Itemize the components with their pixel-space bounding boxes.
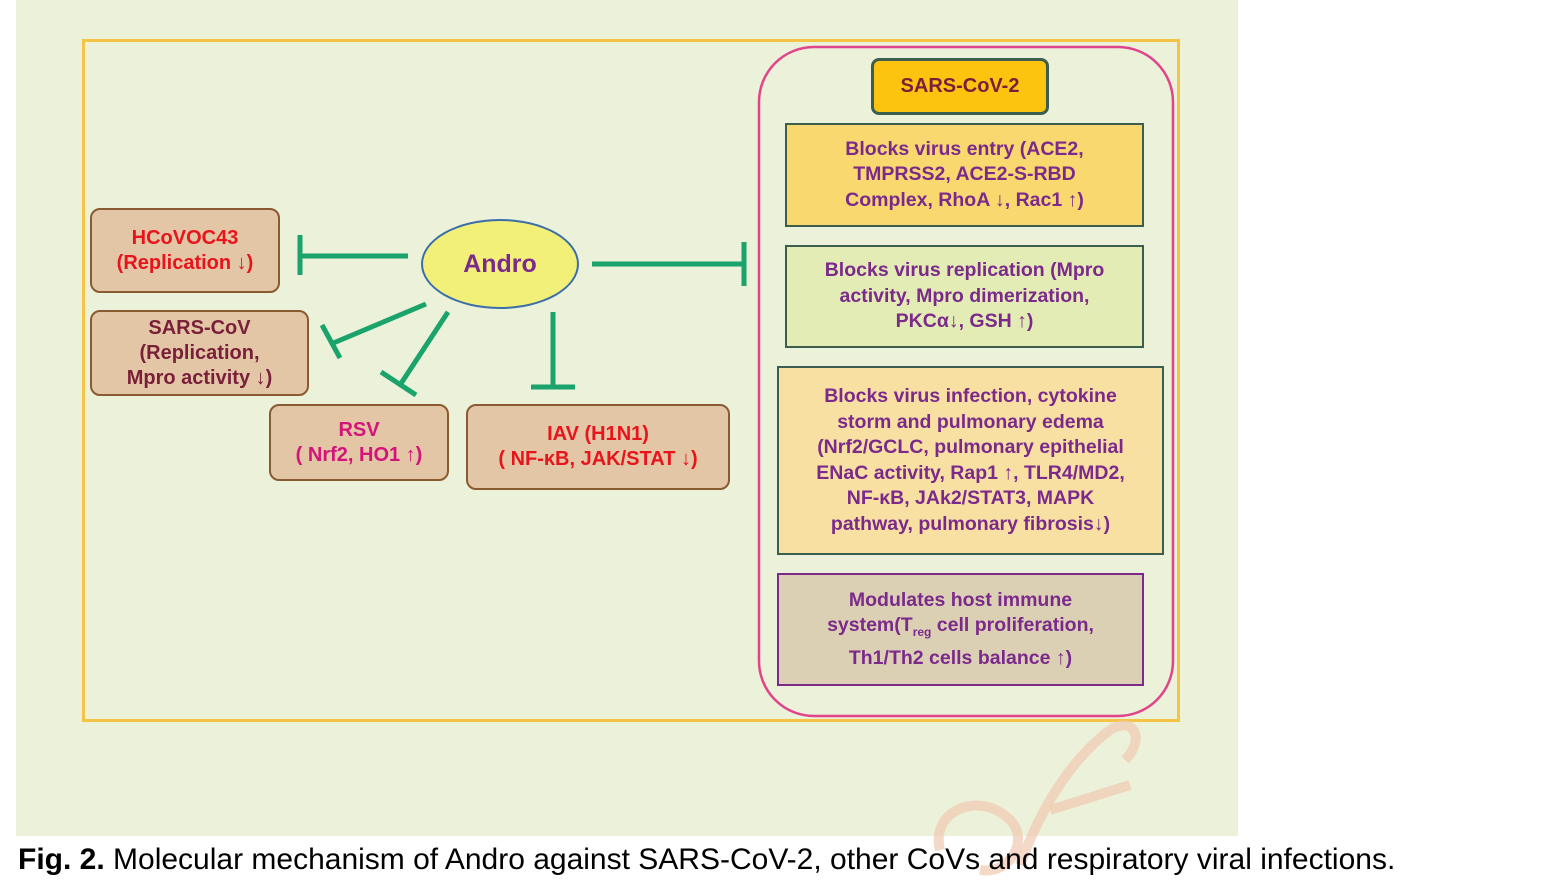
hcovoc43-box: HCoVOC43 (Replication ↓) xyxy=(90,208,280,293)
effect-immune-line-2-end: cell proliferation, xyxy=(931,614,1094,637)
sars-cov-box: SARS-CoV (Replication, Mpro activity ↓) xyxy=(90,310,309,396)
effect-immune-line-2: system(Treg cell proliferation, xyxy=(827,613,1094,645)
effect-immune-line-2-start: system(T xyxy=(827,614,913,637)
effect-immune-box: Modulates host immune system(Treg cell p… xyxy=(777,573,1144,686)
effect-infection-line-2: storm and pulmonary edema xyxy=(837,410,1104,433)
hcovoc43-effect: (Replication ↓) xyxy=(116,251,254,274)
effect-infection-line-5: NF-κB, JAk2/STAT3, MAPK xyxy=(846,487,1095,509)
effect-infection-box: Blocks virus infection, cytokine storm a… xyxy=(777,366,1164,555)
effect-replication-box: Blocks virus replication (Mpro activity,… xyxy=(785,245,1144,348)
effect-immune-line-3: Th1/Th2 cells balance ↑) xyxy=(848,646,1073,669)
effect-replication-line-3: PKCα↓, GSH ↑) xyxy=(895,310,1034,333)
inhibit-arrow-hcovoc43 xyxy=(297,235,408,275)
figure-frame xyxy=(82,39,1180,722)
andro-label: Andro xyxy=(463,249,537,278)
effect-entry-line-3: Complex, RhoA ↓, Rac1 ↑) xyxy=(845,188,1084,211)
inhibit-arrow-rsv xyxy=(379,310,451,398)
effect-infection-line-4: ENaC activity, Rap1 ↑, TLR4/MD2, xyxy=(816,461,1125,484)
sars-cov-effect-1: (Replication, xyxy=(139,341,260,364)
sars-cov-name: SARS-CoV xyxy=(148,316,251,339)
figure-caption: Fig. 2. Molecular mechanism of Andro aga… xyxy=(18,840,1395,880)
rsv-effect: ( Nrf2, HO1 ↑) xyxy=(295,443,423,466)
caption-label: Fig. 2. xyxy=(18,843,105,876)
effect-replication-line-2: activity, Mpro dimerization, xyxy=(839,284,1090,307)
effect-infection-line-3: (Nrf2/GCLC, pulmonary epithelial xyxy=(817,436,1124,458)
sars-cov-2-title: SARS-CoV-2 xyxy=(900,75,1020,97)
iav-name: IAV (H1N1) xyxy=(547,423,649,445)
effect-infection-line-6: pathway, pulmonary fibrosis↓) xyxy=(830,512,1111,535)
sars-cov-effect-2: Mpro activity ↓) xyxy=(126,366,273,389)
sars-cov-2-container xyxy=(757,45,1175,718)
inhibit-arrow-sars-cov-2 xyxy=(592,242,747,286)
sars-cov-2-title-box: SARS-CoV-2 xyxy=(871,58,1049,115)
caption-text: Molecular mechanism of Andro against SAR… xyxy=(104,843,1396,876)
effect-infection-line-1: Blocks virus infection, cytokine xyxy=(824,385,1117,407)
effect-immune-line-1: Modulates host immune xyxy=(848,588,1073,611)
rsv-box: RSV ( Nrf2, HO1 ↑) xyxy=(269,404,449,481)
effect-entry-line-1: Blocks virus entry (ACE2, xyxy=(845,137,1084,160)
rsv-name: RSV xyxy=(338,418,380,441)
andro-node: Andro xyxy=(421,219,579,309)
hcovoc43-name: HCoVOC43 xyxy=(131,226,239,249)
iav-box: IAV (H1N1) ( NF-κB, JAK/STAT ↓) xyxy=(466,404,730,490)
effect-entry-line-2: TMPRSS2, ACE2-S-RBD xyxy=(853,163,1076,186)
iav-effect: ( NF-κB, JAK/STAT ↓) xyxy=(498,448,698,470)
effect-entry-box: Blocks virus entry (ACE2, TMPRSS2, ACE2-… xyxy=(785,123,1144,227)
effect-replication-line-1: Blocks virus replication (Mpro xyxy=(824,259,1105,282)
inhibit-arrow-sars-cov xyxy=(319,301,427,360)
inhibit-arrow-iav xyxy=(531,312,575,390)
treg-subscript: reg xyxy=(912,625,932,640)
watermark-graphic xyxy=(933,720,1141,876)
